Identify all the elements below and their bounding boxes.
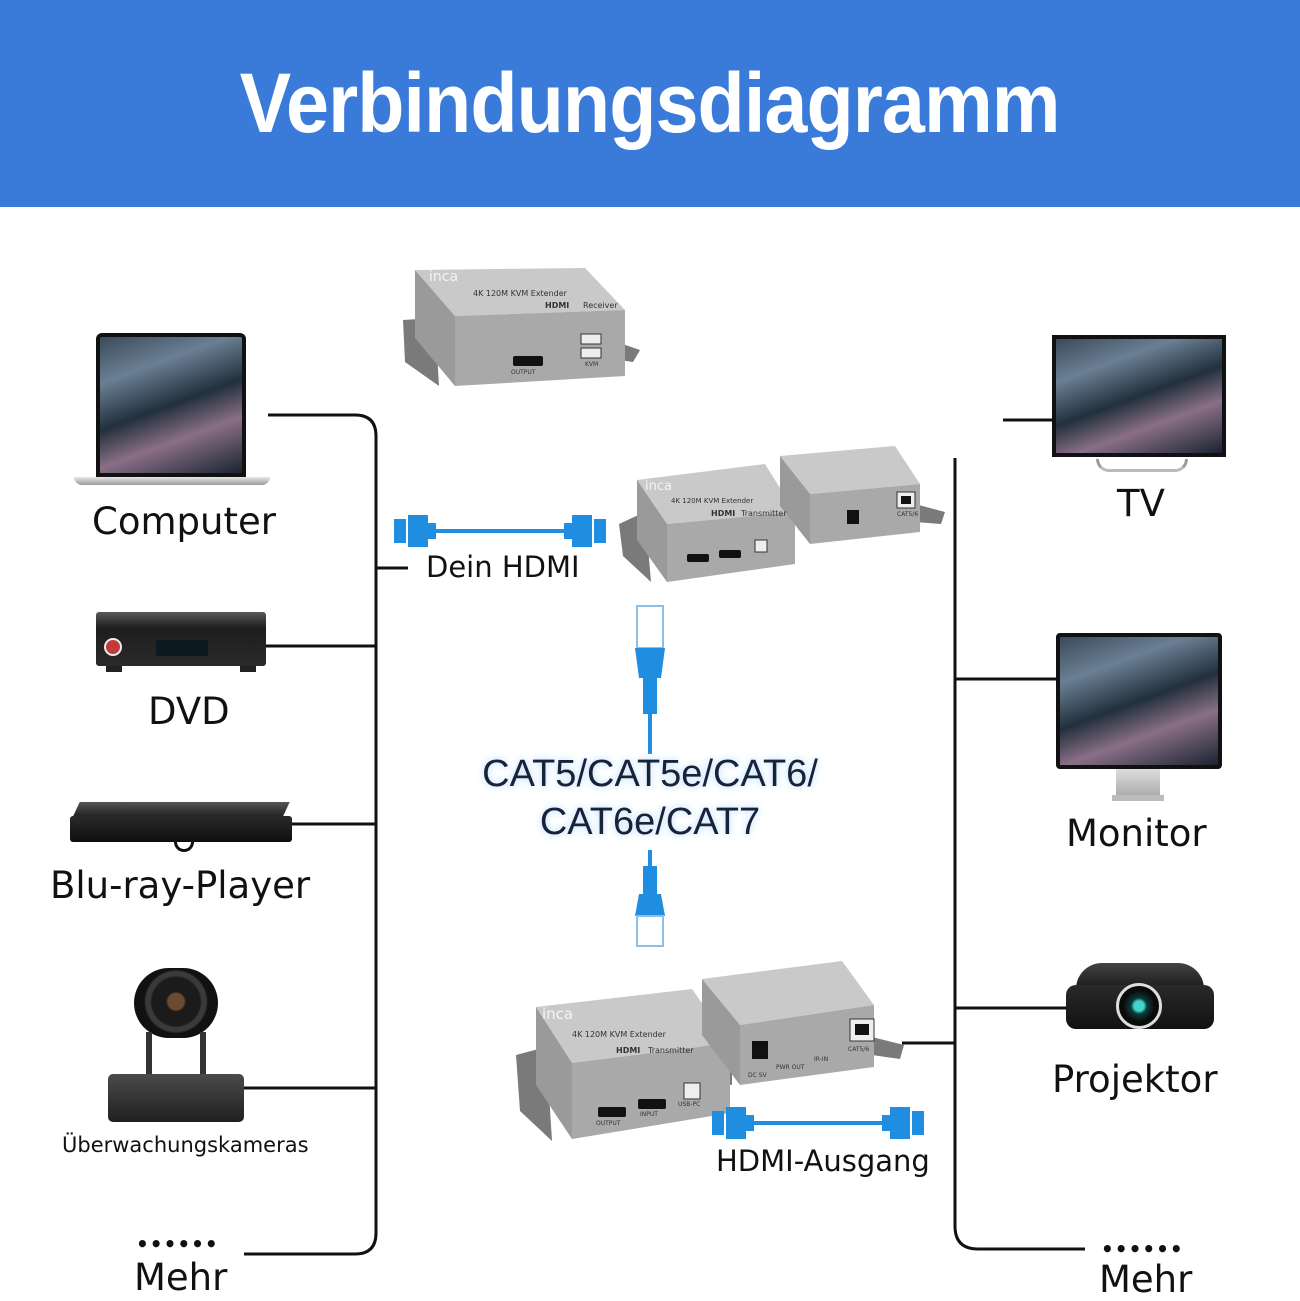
extender-pair-shape: [516, 961, 904, 1141]
ptz-camera-icon: [108, 968, 246, 1122]
right-bus-line: [953, 458, 1085, 1251]
dvd-foot-right: [240, 666, 256, 672]
camera-lens: [134, 968, 218, 1038]
port-cat: CAT5/6: [848, 1046, 870, 1053]
page-title: Verbindungsdiagramm: [240, 56, 1061, 150]
hdmi-logo: HDMI: [616, 1046, 641, 1055]
tv-icon: [1052, 335, 1226, 475]
brand-logo: inca: [429, 269, 459, 285]
model-text: 4K 120M KVM Extender: [473, 289, 567, 298]
port-pwr: PWR OUT: [776, 1064, 805, 1071]
bluray-player-icon: [70, 802, 292, 854]
source-label-camera: Überwachungskameras: [62, 1133, 309, 1157]
source-label-more: Mehr: [134, 1256, 228, 1299]
laptop-icon: [74, 333, 274, 491]
monitor-neck: [1116, 769, 1160, 797]
more-dots-left: ••••••: [136, 1232, 219, 1256]
bluray-logo: [174, 832, 194, 852]
dvd-display-panel: [156, 640, 208, 656]
hdmi-logo: HDMI: [545, 301, 570, 310]
monitor-screen: [1056, 633, 1222, 769]
projector-icon: [1066, 963, 1214, 1043]
camera-arm-right: [200, 1032, 206, 1082]
port-input: INPUT: [640, 1111, 658, 1118]
cable-label-input-hdmi: Dein HDMI: [426, 550, 580, 584]
dvd-body: [96, 612, 266, 666]
camera-arm-left: [146, 1032, 152, 1082]
monitor-foot: [1112, 795, 1164, 801]
port-kvm: KVM: [585, 361, 599, 368]
extender-pair-shape: [619, 446, 945, 582]
hdmi-cable-input-icon: [394, 515, 606, 547]
dvd-foot-left: [106, 666, 122, 672]
transmitter-label: Transmitter: [741, 509, 787, 518]
transmitter-label: Transmitter: [648, 1046, 694, 1055]
display-label-tv: TV: [1117, 482, 1165, 525]
network-cable-types-line1: CAT5/CAT5e/CAT6/: [482, 753, 818, 795]
display-label-monitor: Monitor: [1066, 812, 1207, 855]
source-label-dvd: DVD: [148, 690, 230, 733]
extender-box-shape: [403, 268, 640, 386]
monitor-icon: [1056, 633, 1222, 809]
hdmi-logo: HDMI: [711, 509, 736, 518]
brand-logo: inca: [645, 479, 672, 494]
cable-label-output-hdmi: HDMI-Ausgang: [716, 1144, 930, 1178]
display-label-projector: Projektor: [1052, 1058, 1218, 1101]
port-usb: USB-PC: [678, 1101, 701, 1108]
display-label-more: Mehr: [1099, 1258, 1193, 1301]
tv-stand: [1096, 459, 1188, 472]
dvd-power-button: [104, 638, 122, 656]
source-label-bluray: Blu-ray-Player: [50, 864, 311, 907]
hdmi-cable-output-icon: [712, 1107, 924, 1139]
port-cat: CAT5/6: [897, 511, 919, 518]
brand-logo: inca: [542, 1005, 574, 1023]
port-output: OUTPUT: [596, 1120, 621, 1127]
port-dc: DC 5V: [748, 1072, 767, 1079]
tv-screen: [1052, 335, 1226, 457]
left-bus-line: [244, 413, 378, 1256]
extender-pair-lower: inca 4K 120M KVM Extender HDMI Transmitt…: [512, 955, 907, 1145]
camera-base: [108, 1074, 244, 1122]
model-text: 4K 120M KVM Extender: [671, 497, 754, 505]
port-output: OUTPUT: [511, 369, 536, 376]
laptop-base: [74, 477, 270, 485]
model-text: 4K 120M KVM Extender: [572, 1030, 666, 1039]
port-ir: IR-IN: [814, 1056, 829, 1063]
network-cable-types-line2: CAT6e/CAT7: [539, 801, 761, 843]
projector-lens: [1116, 983, 1162, 1029]
source-label-computer: Computer: [92, 500, 276, 543]
network-cable-icon: [635, 605, 665, 947]
more-dots-right: ••••••: [1101, 1237, 1184, 1261]
extender-pair-upper: inca 4K 120M KVM Extender HDMI Transmitt…: [615, 436, 950, 586]
receiver-label: Receiver: [583, 301, 618, 310]
header-banner: Verbindungsdiagramm: [0, 0, 1300, 207]
dvd-player-icon: [96, 612, 266, 674]
laptop-screen: [96, 333, 246, 477]
receiver-unit-top: inca 4K 120M KVM Extender HDMI Receiver …: [395, 258, 645, 398]
network-cable-types: CAT5/CAT5e/CAT6/ CAT6e/CAT7: [470, 750, 830, 846]
